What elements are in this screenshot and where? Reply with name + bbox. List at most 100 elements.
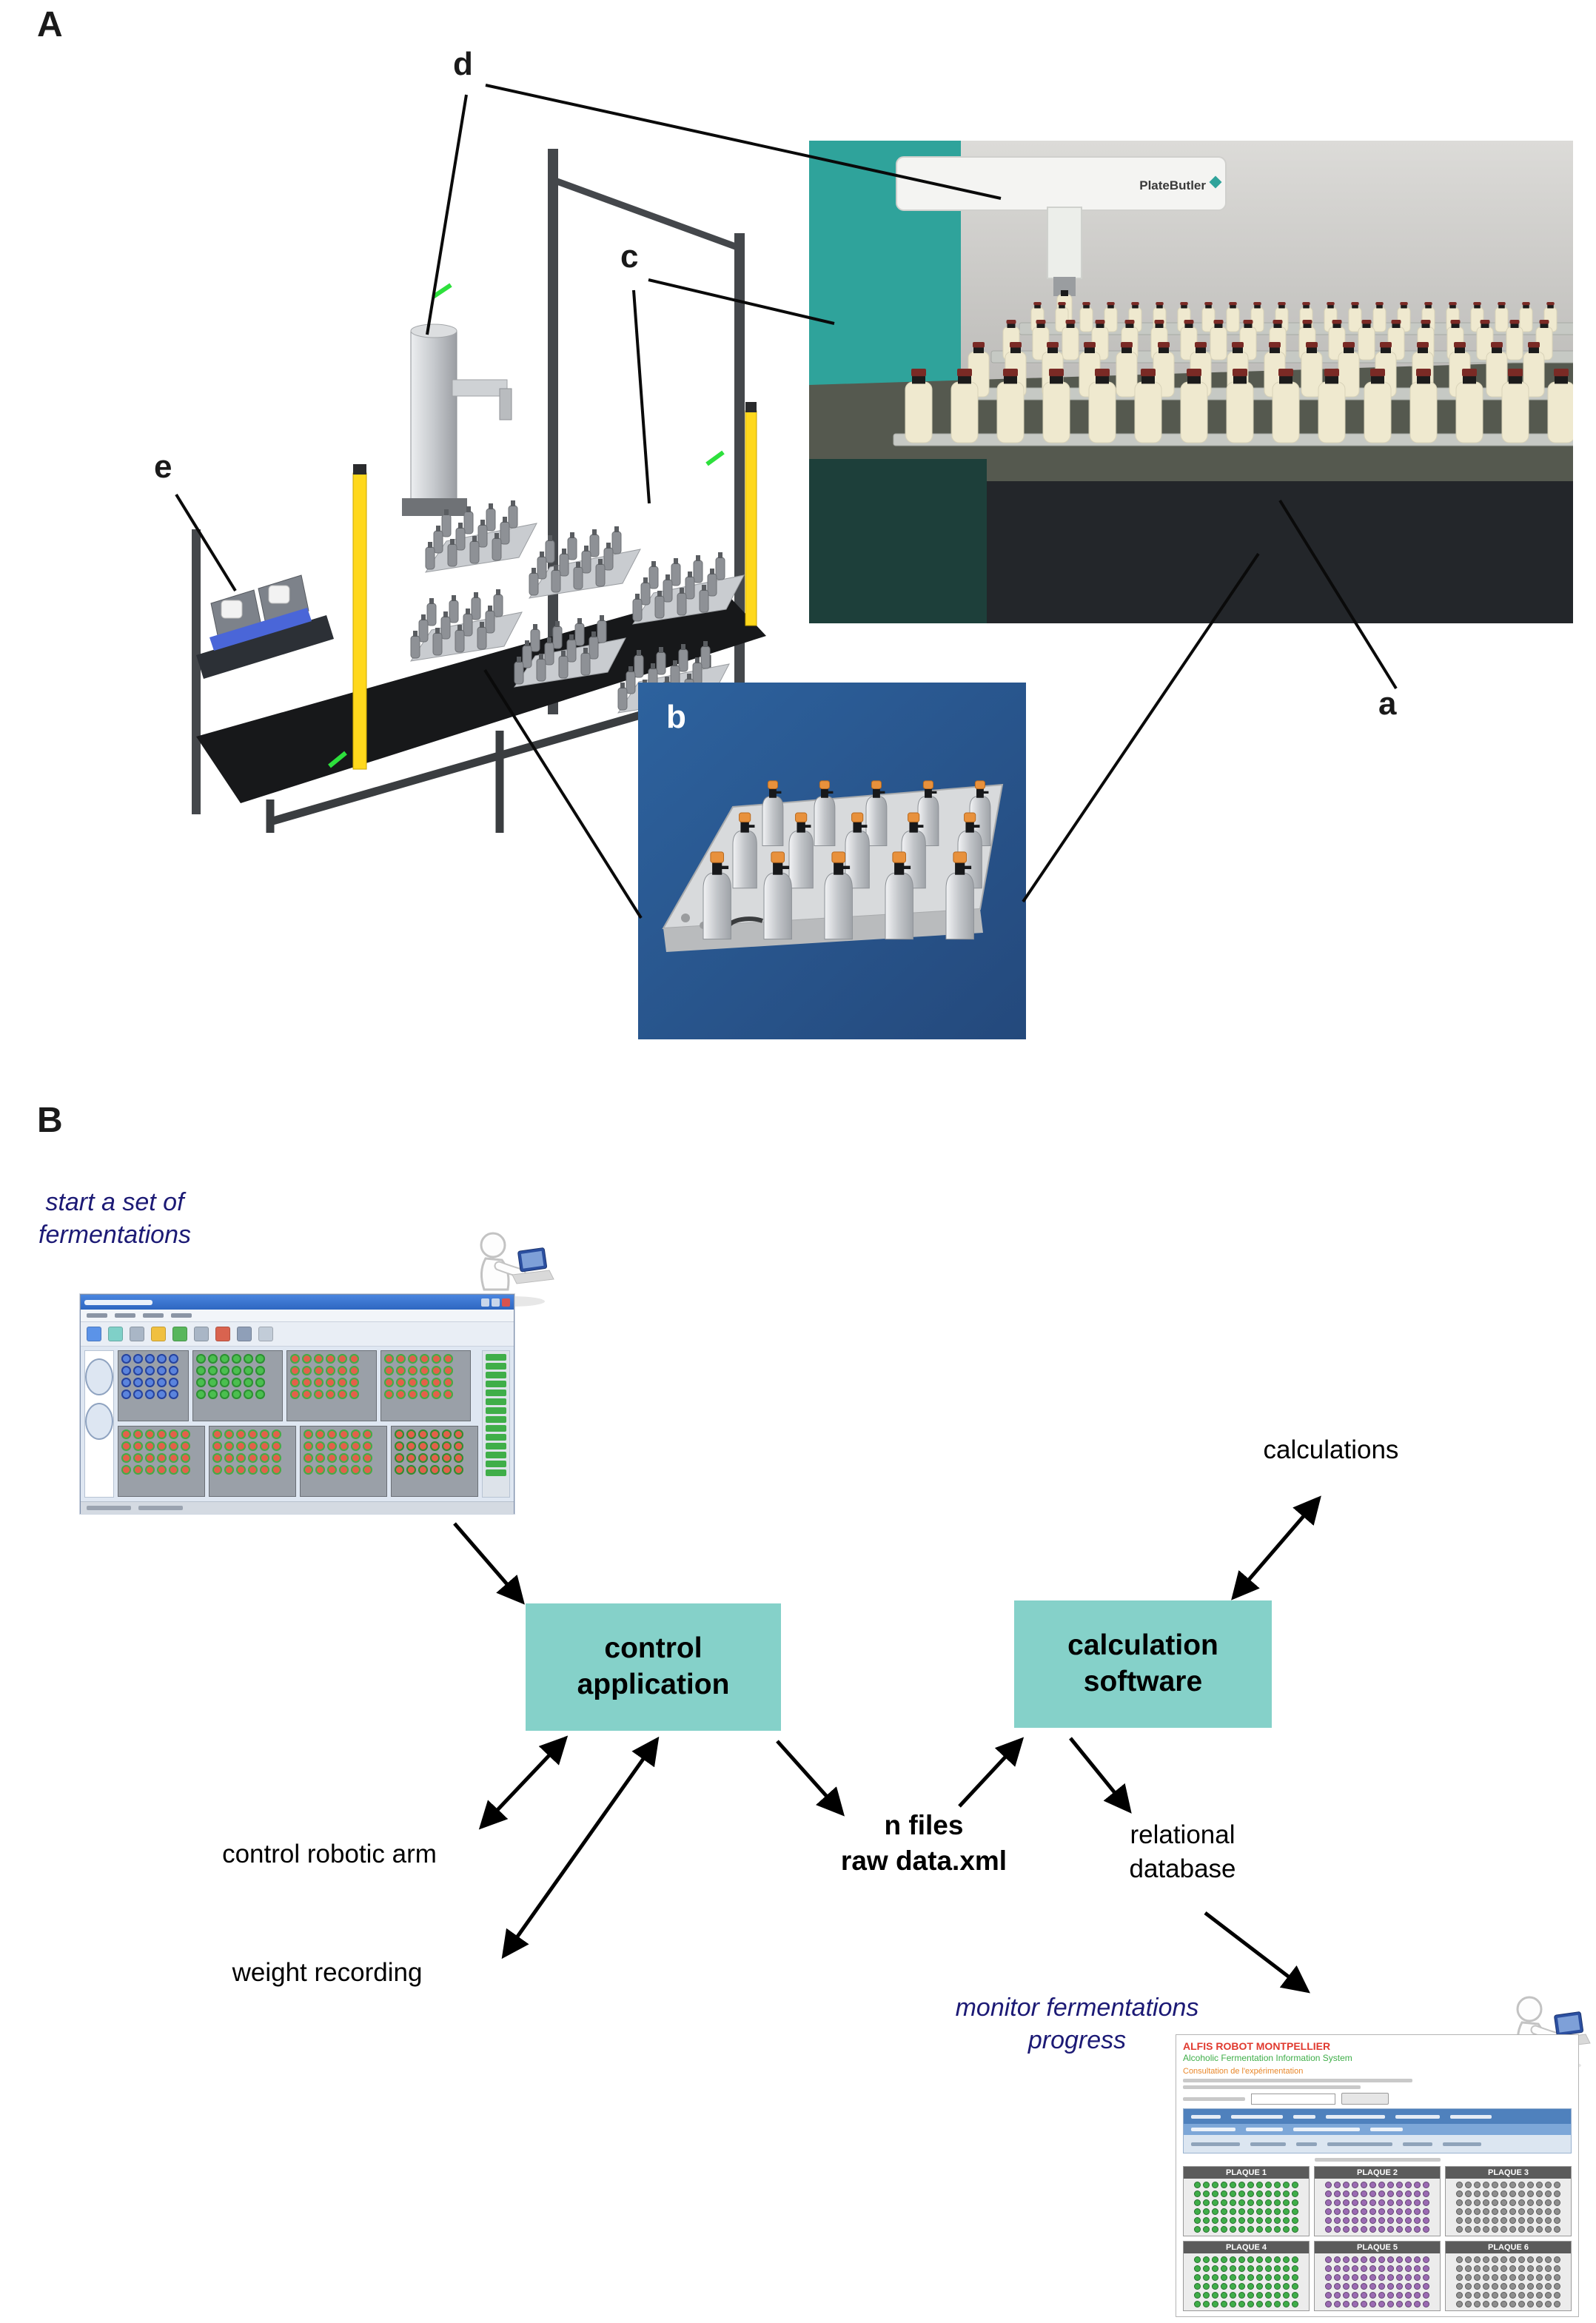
well-dot (244, 1390, 253, 1399)
well-dot (396, 1354, 406, 1364)
well-dot (408, 1378, 418, 1387)
plaque-title: PLAQUE 2 (1315, 2167, 1440, 2179)
inset-fermenter-rack (638, 683, 1026, 1039)
well-dot (339, 1441, 349, 1451)
well-dot (290, 1378, 300, 1387)
form-label-placeholder (1183, 2096, 1245, 2101)
plaque-title: PLAQUE 1 (1184, 2167, 1309, 2179)
well-dot (236, 1465, 246, 1475)
well-dot (443, 1354, 453, 1364)
monitor-progress-note: monitor fermentations progress (907, 1991, 1247, 2056)
n-files-line2: raw data.xml (840, 1846, 1007, 1877)
well-dot (212, 1465, 222, 1475)
well-dot (157, 1390, 167, 1399)
well-dot (272, 1429, 281, 1439)
text-placeholder (1183, 2085, 1361, 2089)
well-dot (395, 1453, 404, 1463)
well-dot (236, 1429, 246, 1439)
well-dot (224, 1453, 234, 1463)
well-plate-panel (192, 1350, 283, 1421)
well-dot (304, 1453, 313, 1463)
alfis-search-form (1183, 2093, 1572, 2105)
window-title-placeholder (84, 1299, 152, 1305)
flow-arrows (453, 1495, 1321, 1994)
well-dot (314, 1366, 323, 1375)
well-dot (430, 1441, 440, 1451)
start-note-line1: start a set of (45, 1188, 184, 1216)
start-note-line2: fermentations (38, 1221, 191, 1250)
well-dot (157, 1429, 167, 1439)
plaque-title: PLAQUE 3 (1446, 2167, 1571, 2179)
well-dot (349, 1354, 359, 1364)
well-dot (212, 1441, 222, 1451)
well-dot (272, 1465, 281, 1475)
well-dot (145, 1366, 155, 1375)
control-box-line2: application (577, 1669, 730, 1700)
well-dot (338, 1354, 347, 1364)
well-dot (302, 1378, 312, 1387)
well-dot (244, 1378, 253, 1387)
plaque-dot-grid (1315, 2179, 1440, 2236)
panel-b-label: B (37, 1101, 63, 1140)
well-dot (408, 1366, 418, 1375)
well-dot (133, 1429, 143, 1439)
well-dot (327, 1429, 337, 1439)
relational-database-label: relational database (1103, 1818, 1262, 1885)
sidebar-action-button (486, 1452, 506, 1458)
well-dot (349, 1366, 359, 1375)
sidebar-action-button (486, 1381, 506, 1387)
well-plate-panel (391, 1426, 478, 1497)
well-dot (232, 1366, 241, 1375)
sidebar-action-button (486, 1407, 506, 1414)
callout-d: d (453, 46, 473, 82)
well-dot (169, 1453, 178, 1463)
well-dot (363, 1465, 372, 1475)
well-dot (396, 1366, 406, 1375)
light-curtain-posts (352, 402, 757, 770)
well-dot (454, 1429, 463, 1439)
well-dot (169, 1465, 178, 1475)
table-data-row (1184, 2135, 1571, 2153)
well-dot (255, 1354, 265, 1364)
well-dot (408, 1390, 418, 1399)
well-dot (145, 1441, 155, 1451)
well-dot (363, 1453, 372, 1463)
well-dot (315, 1465, 325, 1475)
platebutler-brand-text: PlateButler (1139, 178, 1206, 192)
alfis-search-button[interactable] (1341, 2093, 1389, 2105)
well-plate-panel (209, 1426, 296, 1497)
well-dot (272, 1441, 281, 1451)
well-dot (315, 1441, 325, 1451)
n-files-label: n files raw data.xml (835, 1808, 1013, 1879)
well-dot (351, 1441, 361, 1451)
relational-line1: relational (1130, 1820, 1235, 1849)
sidebar-action-button (486, 1363, 506, 1370)
well-dot (181, 1429, 190, 1439)
control-app-screenshot (80, 1294, 514, 1514)
well-dot (196, 1390, 206, 1399)
well-dot (260, 1453, 269, 1463)
well-dot (145, 1390, 155, 1399)
control-application-box: control application (526, 1603, 781, 1731)
well-dot (443, 1390, 453, 1399)
well-dot (304, 1465, 313, 1475)
well-dot (220, 1378, 229, 1387)
well-dot (220, 1366, 229, 1375)
table-subheader-row (1184, 2124, 1571, 2135)
well-dot (314, 1378, 323, 1387)
well-plate-panel (300, 1426, 387, 1497)
alfis-search-input[interactable] (1251, 2093, 1335, 2105)
alfis-results-table (1183, 2108, 1572, 2153)
well-dot (224, 1441, 234, 1451)
alfis-title: ALFIS ROBOT MONTPELLIER (1183, 2040, 1331, 2052)
sidebar-action-button (486, 1425, 506, 1432)
well-dot (290, 1366, 300, 1375)
well-dot (121, 1453, 131, 1463)
calculation-software-box: calculation software (1014, 1600, 1272, 1728)
well-dot (133, 1378, 143, 1387)
alfis-section-heading: Consultation de l'expérimentation (1183, 2067, 1304, 2076)
well-dot (418, 1453, 428, 1463)
well-dot (121, 1465, 131, 1475)
well-dot (420, 1354, 429, 1364)
